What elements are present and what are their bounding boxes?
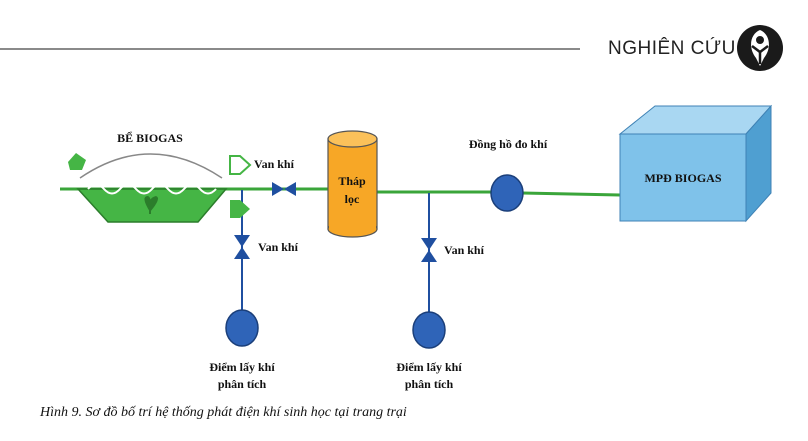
- digester-dome: [79, 153, 223, 179]
- main-valve-label: Van khí: [254, 157, 295, 171]
- generator-label: MPĐ BIOGAS: [644, 171, 721, 185]
- gas-meter-label: Đồng hồ đo khí: [469, 137, 548, 151]
- filter-label-line1: Tháp: [338, 174, 366, 188]
- gas-meter: [490, 174, 524, 212]
- header-rule: [0, 48, 580, 50]
- digester-liquid-surface: [87, 183, 217, 195]
- right-valve-label: Van khí: [444, 243, 485, 257]
- pipe-meter-to-generator: [521, 191, 621, 197]
- sample-right-label-line2: phân tích: [405, 377, 454, 391]
- sample-left-label-line2: phân tích: [218, 377, 267, 391]
- sample-point-right: [412, 311, 446, 349]
- sample-point-left: [225, 309, 259, 347]
- left-valve-icon: [234, 235, 250, 259]
- biogas-generator: [618, 104, 773, 223]
- input-arrow-icon: [68, 153, 86, 170]
- right-valve-icon: [421, 238, 437, 262]
- biogas-digester: [68, 153, 252, 223]
- figure-caption: Hình 9. Sơ đồ bố trí hệ thống phát điện …: [40, 405, 407, 420]
- left-valve-label: Van khí: [258, 240, 299, 254]
- digester-label: BỂ BIOGAS: [117, 130, 183, 145]
- sample-right-label-line1: Điểm lấy khí: [396, 360, 462, 374]
- filter-label-line2: lọc: [345, 192, 360, 206]
- biogas-system-diagram: BỂ BIOGAS Van khí Van khí Van khí Tháp l…: [60, 104, 773, 391]
- effluent-arrow-icon: [230, 200, 250, 218]
- section-label: NGHIÊN CỨU: [608, 38, 736, 59]
- gas-out-arrow-icon: [229, 155, 252, 175]
- filter-tower: [327, 130, 378, 238]
- journal-logo-icon: [737, 25, 783, 71]
- main-valve-icon: [272, 182, 296, 196]
- sprout-icon: [144, 196, 158, 212]
- sample-left-label-line1: Điểm lấy khí: [209, 360, 275, 374]
